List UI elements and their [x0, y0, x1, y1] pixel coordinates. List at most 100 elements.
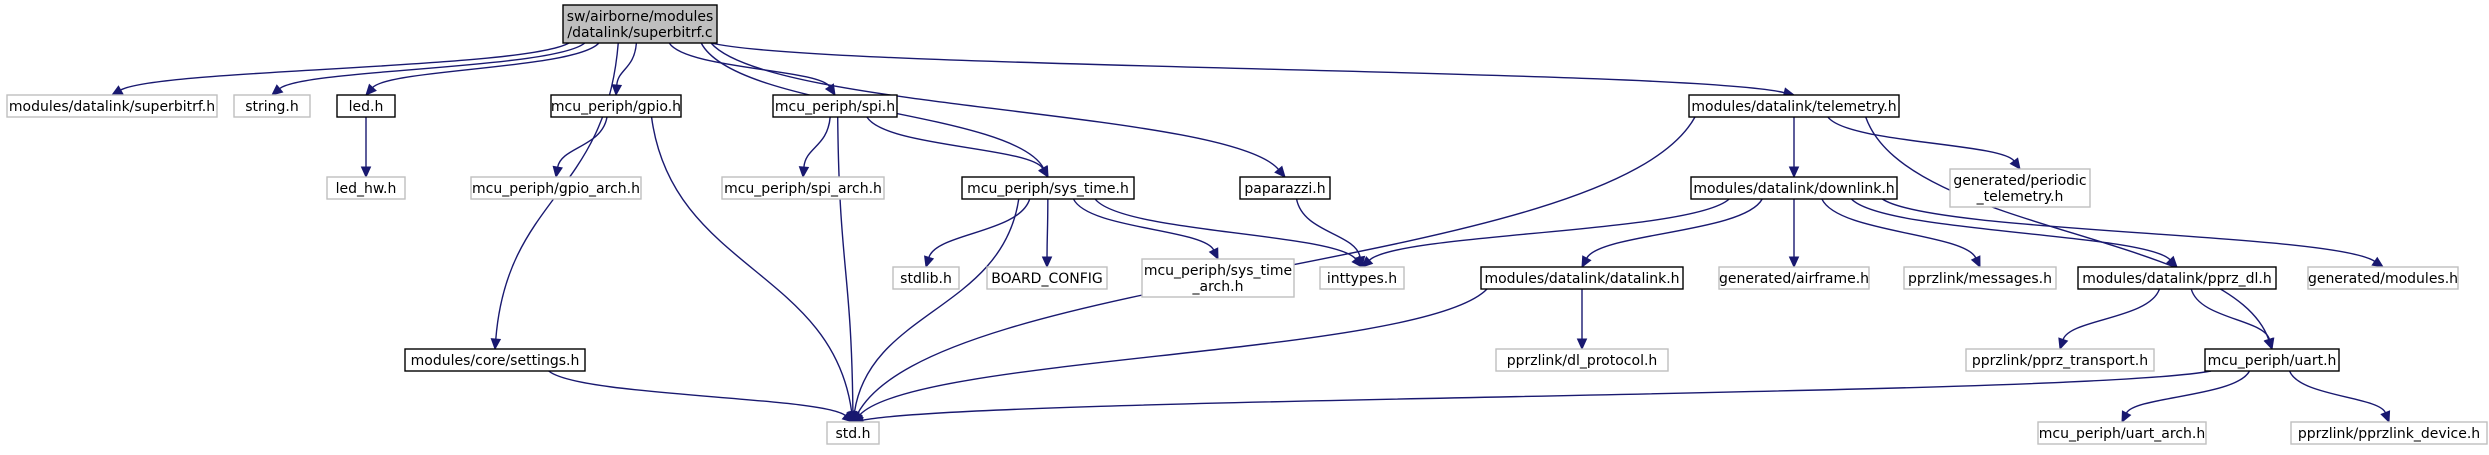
node-box — [1141, 258, 1295, 298]
node-box — [2204, 348, 2340, 372]
node-box — [6, 94, 218, 118]
edge-downlink-h-to-messages-h — [1821, 198, 1981, 269]
edge-line — [548, 370, 846, 417]
node-dl-protocol-h[interactable]: pprzlink/dl_protocol.h — [1495, 348, 1669, 372]
edge-line — [1295, 198, 1361, 258]
edge-settings-h-to-std-h — [548, 370, 854, 423]
node-label: /datalink/superbitrf.c — [567, 25, 712, 41]
node-label: mcu_periph/gpio_arch.h — [472, 181, 640, 197]
node-box — [1688, 94, 1900, 118]
edge-uart-h-to-uart-arch-h — [2121, 370, 2251, 424]
node-box — [2307, 266, 2459, 290]
node-led-hw-h[interactable]: led_hw.h — [326, 176, 406, 200]
arrowhead — [1274, 165, 1286, 178]
edge-uart-h-to-pprzlink-device-h — [2288, 370, 2391, 424]
arrowhead — [1581, 255, 1592, 269]
node-box — [470, 176, 642, 200]
node-label: modules/datalink/telemetry.h — [1691, 99, 1896, 115]
edge-line — [2125, 370, 2251, 414]
node-label: generated/airframe.h — [1719, 271, 1869, 287]
node-label: mcu_periph/uart.h — [2208, 353, 2337, 369]
edge-line — [1865, 116, 2270, 340]
node-string-h[interactable]: string.h — [233, 94, 311, 118]
arrowhead — [2058, 337, 2069, 351]
node-label: generated/modules.h — [2308, 271, 2458, 287]
edge-telemetry-h-to-downlink-h — [1788, 117, 1800, 179]
node-box — [1903, 266, 2057, 290]
node-superbitrf-c[interactable]: sw/airborne/modules/datalink/superbitrf.… — [562, 4, 718, 44]
edge-line — [1072, 198, 1215, 251]
node-led-h[interactable]: led.h — [336, 94, 396, 118]
node-box — [1690, 176, 1898, 200]
node-settings-h[interactable]: modules/core/settings.h — [404, 348, 586, 372]
node-spi-h[interactable]: mcu_periph/spi.h — [772, 94, 898, 118]
edge-gpio-h-to-std-h — [650, 116, 857, 424]
edge-line — [650, 116, 853, 413]
node-board-config[interactable]: BOARD_CONFIG — [986, 266, 1108, 290]
arrowhead — [924, 255, 935, 269]
node-box — [2290, 421, 2488, 445]
node-modules-h[interactable]: generated/modules.h — [2307, 266, 2459, 290]
node-layer: sw/airborne/modules/datalink/superbitrf.… — [6, 4, 2488, 445]
node-label: mcu_periph/sys_time.h — [967, 181, 1129, 197]
node-label: modules/datalink/downlink.h — [1693, 181, 1894, 197]
node-stdlib-h[interactable]: stdlib.h — [892, 266, 960, 290]
node-label: mcu_periph/gpio.h — [551, 99, 681, 115]
edge-sys-time-h-to-sys-time-arch-h — [1072, 198, 1219, 261]
node-uart-h[interactable]: mcu_periph/uart.h — [2204, 348, 2340, 372]
edge-line — [668, 42, 831, 88]
edge-spi-h-to-spi-arch-h — [798, 116, 831, 179]
node-label: pprzlink/pprzlink_device.h — [2298, 426, 2480, 442]
node-pprzlink-device-h[interactable]: pprzlink/pprzlink_device.h — [2290, 421, 2488, 445]
node-downlink-h[interactable]: modules/datalink/downlink.h — [1690, 176, 1898, 200]
arrowhead — [1038, 165, 1049, 179]
node-sys-time-h[interactable]: mcu_periph/sys_time.h — [961, 176, 1135, 200]
arrowhead — [1788, 256, 1800, 269]
edge-line — [2062, 288, 2161, 340]
node-paparazzi-h[interactable]: paparazzi.h — [1239, 176, 1331, 200]
edge-superbitrf-c-to-gpio-h — [611, 42, 638, 97]
node-gpio-h[interactable]: mcu_periph/gpio.h — [550, 94, 682, 118]
edge-superbitrf-c-to-paparazzi-h — [710, 42, 1286, 178]
node-label: modules/datalink/datalink.h — [1484, 271, 1679, 287]
edge-superbitrf-c-to-spi-h — [668, 42, 836, 97]
node-messages-h[interactable]: pprzlink/messages.h — [1903, 266, 2057, 290]
node-label: mcu_periph/sys_time — [1144, 263, 1292, 279]
node-gpio-arch-h[interactable]: mcu_periph/gpio_arch.h — [470, 176, 642, 200]
arrowhead — [2380, 410, 2391, 424]
edge-line — [1046, 198, 1049, 258]
arrowhead — [552, 165, 563, 179]
node-periodic-telemetry-h[interactable]: generated/periodic_telemetry.h — [1949, 168, 2091, 208]
node-inttypes-h[interactable]: inttypes.h — [1319, 266, 1405, 290]
edge-downlink-h-to-datalink-h — [1581, 198, 1763, 269]
edge-line — [1368, 198, 1730, 261]
edge-sys-time-h-to-inttypes-h — [1094, 198, 1363, 268]
node-label: mcu_periph/spi_arch.h — [724, 181, 882, 197]
node-label: _telemetry.h — [1976, 189, 2064, 205]
node-std-h[interactable]: std.h — [826, 421, 880, 445]
node-datalink-h[interactable]: modules/datalink/datalink.h — [1480, 266, 1684, 290]
arrowhead — [841, 411, 854, 423]
node-telemetry-h[interactable]: modules/datalink/telemetry.h — [1688, 94, 1900, 118]
node-label: led.h — [349, 99, 384, 115]
node-spi-arch-h[interactable]: mcu_periph/spi_arch.h — [721, 176, 885, 200]
node-box — [562, 4, 718, 44]
edge-superbitrf-c-to-string-h — [271, 42, 586, 96]
edge-line — [837, 116, 854, 413]
node-superbitrf-h[interactable]: modules/datalink/superbitrf.h — [6, 94, 218, 118]
node-pprz-transport-h[interactable]: pprzlink/pprz_transport.h — [1965, 348, 2155, 372]
node-box — [772, 94, 898, 118]
arrowhead — [365, 83, 377, 96]
edge-gpio-h-to-gpio-arch-h — [552, 116, 608, 179]
edge-line — [120, 42, 570, 91]
arrowhead — [824, 83, 836, 97]
edge-line — [803, 116, 831, 168]
edge-line — [1850, 198, 2171, 261]
node-airframe-h[interactable]: generated/airframe.h — [1718, 266, 1870, 290]
arrowhead — [798, 166, 810, 179]
node-uart-arch-h[interactable]: mcu_periph/uart_arch.h — [2037, 421, 2207, 445]
node-sys-time-arch-h[interactable]: mcu_periph/sys_time_arch.h — [1141, 258, 1295, 298]
node-box — [986, 266, 1108, 290]
node-pprz-dl-h[interactable]: modules/datalink/pprz_dl.h — [2077, 266, 2277, 290]
arrowhead — [1354, 255, 1366, 269]
